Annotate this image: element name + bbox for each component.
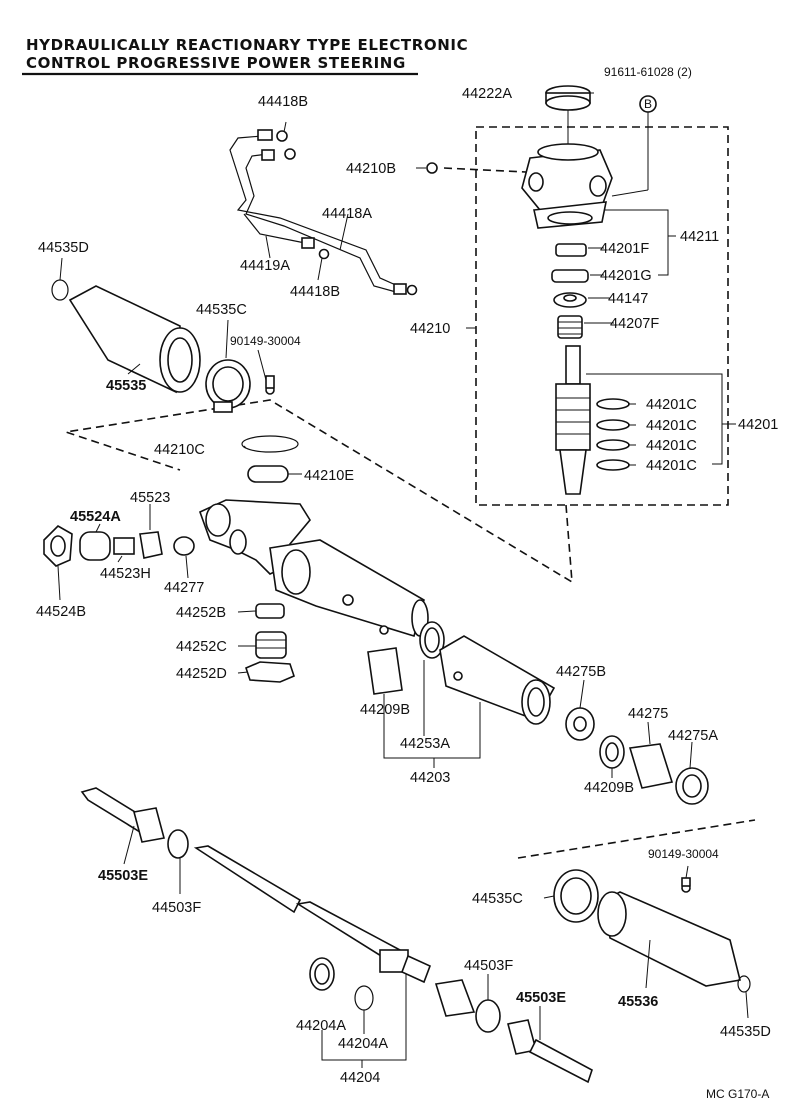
union-bolt-icon [406, 284, 418, 296]
label-44222A: 44222A [462, 86, 512, 102]
steering-rack [193, 845, 302, 914]
label-44210C: 44210C [154, 442, 205, 458]
control-valve-shaft [565, 345, 581, 385]
rack-guide [173, 536, 195, 556]
title-line-1: HYDRAULICALLY REACTIONARY TYPE ELECTRONI… [26, 36, 468, 54]
label-44252C: 44252C [176, 639, 227, 655]
rack-housing-parts [43, 435, 709, 805]
label-44204A-2: 44204A [338, 1036, 388, 1052]
label-45536: 45536 [618, 994, 658, 1010]
label-44201C-3: 44201C [646, 438, 697, 454]
label-44275A: 44275A [668, 728, 718, 744]
label-45524A: 45524A [70, 509, 121, 525]
plug-icon [426, 162, 438, 174]
label-44211: 44211 [680, 229, 719, 245]
label-44201F: 44201F [600, 241, 649, 257]
part-labels: 44418B 44222A 91611-61028 (2) 44210B 444… [36, 65, 778, 1101]
label-44207F: 44207F [610, 316, 659, 332]
label-45535: 45535 [106, 378, 146, 394]
union-bolt-icon [284, 148, 296, 160]
control-valve-parts: B [426, 85, 657, 495]
right-boot [603, 891, 741, 987]
o-ring-44210C [241, 435, 299, 453]
bolt-reference-letter: B [644, 97, 652, 111]
pressure-pipes [229, 129, 418, 296]
label-44210E: 44210E [304, 468, 354, 484]
rack-and-tie-rods [80, 787, 751, 1084]
right-boot-dashline [517, 819, 756, 859]
bushing-44209B [367, 647, 403, 695]
label-90149-top: 90149-30004 [230, 334, 301, 348]
label-44204: 44204 [340, 1070, 380, 1086]
label-44204A-1: 44204A [296, 1018, 346, 1034]
clip-icon [51, 279, 69, 301]
seal-44210E [247, 465, 289, 483]
label-44201C-4: 44201C [646, 458, 697, 474]
label-90149-bottom: 90149-30004 [648, 847, 719, 861]
label-44418A: 44418A [322, 206, 372, 222]
label-44253A: 44253A [400, 736, 450, 752]
diagram-code: MC G170-A [706, 1087, 769, 1101]
label-44203: 44203 [410, 770, 450, 786]
union-bolt-icon [318, 248, 330, 260]
spring-icon [113, 537, 135, 555]
label-44524B: 44524B [36, 604, 86, 620]
label-44535C-top: 44535C [196, 302, 247, 318]
tie-rod-end-left [133, 807, 165, 843]
label-44201G: 44201G [600, 268, 652, 284]
label-44275: 44275 [628, 706, 668, 722]
label-44209B-2: 44209B [584, 780, 634, 796]
label-44418B-bottom: 44418B [290, 284, 340, 300]
plug-dashline [443, 167, 527, 173]
label-bolt-number: 91611-61028 (2) [604, 65, 692, 79]
label-44201: 44201 [738, 417, 778, 433]
rack-bushing-44275 [628, 743, 674, 789]
label-44147: 44147 [608, 291, 648, 307]
label-44523H: 44523H [100, 566, 151, 582]
leader-lines [57, 92, 749, 1068]
label-44209B-1: 44209B [360, 702, 410, 718]
label-44503F-left: 44503F [152, 900, 201, 916]
label-44503F-right: 44503F [464, 958, 513, 974]
label-45523: 45523 [130, 490, 170, 506]
label-44418B-top: 44418B [258, 94, 308, 110]
label-44535D-top: 44535D [38, 240, 89, 256]
title-line-2: CONTROL PROGRESSIVE POWER STEERING [26, 54, 406, 72]
label-44252B: 44252B [176, 605, 226, 621]
boot-to-housing-dashline [65, 399, 573, 584]
union-bolt-icon [276, 130, 288, 142]
gear-housing-assembly-box [475, 126, 729, 506]
label-44535C-bottom: 44535C [472, 891, 523, 907]
label-45503E-left: 45503E [98, 868, 148, 884]
label-44201C-2: 44201C [646, 418, 697, 434]
label-44535D-bottom: 44535D [720, 1024, 771, 1040]
diagram-title: HYDRAULICALLY REACTIONARY TYPE ELECTRONI… [22, 36, 468, 76]
label-44252D: 44252D [176, 666, 227, 682]
label-44419A: 44419A [240, 258, 290, 274]
label-45503E-right: 45503E [516, 990, 566, 1006]
assembly-boundaries [65, 126, 756, 859]
left-boot-parts [51, 279, 275, 413]
label-44210: 44210 [410, 321, 450, 337]
label-44201C-1: 44201C [646, 397, 697, 413]
adjusting-screw [79, 531, 111, 561]
label-44275B: 44275B [556, 664, 606, 680]
label-44210B: 44210B [346, 161, 396, 177]
label-44277: 44277 [164, 580, 204, 596]
